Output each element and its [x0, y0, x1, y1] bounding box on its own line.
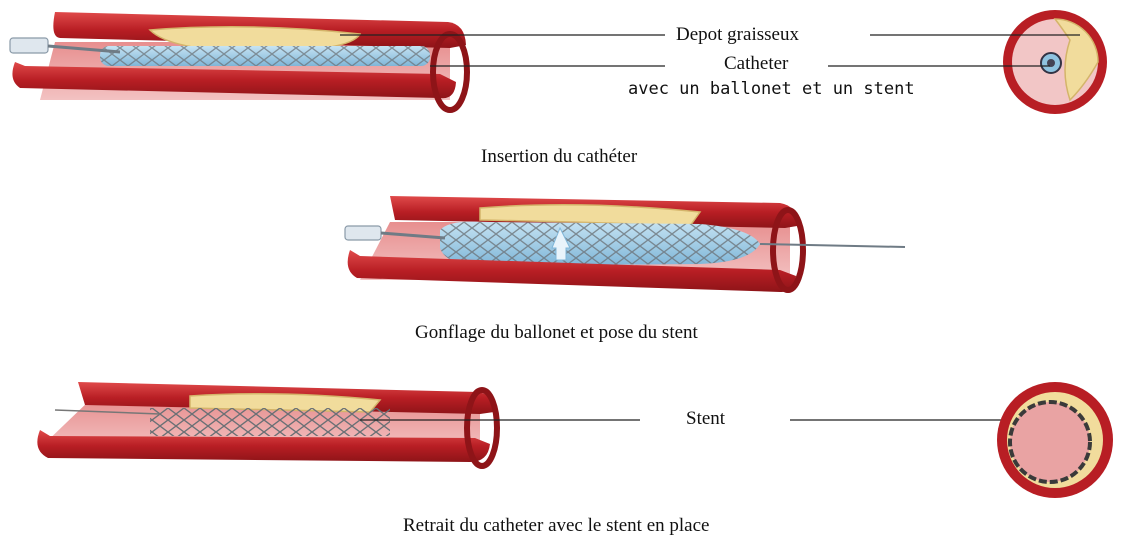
cross-section-step1 — [1003, 10, 1107, 114]
caption-step3: Retrait du catheter avec le stent en pla… — [403, 515, 709, 537]
stent-mesh-step3 — [150, 408, 390, 436]
deposit-label: Depot graisseux — [676, 24, 799, 46]
artery-step3 — [37, 382, 497, 466]
caption-step2: Gonflage du ballonet et pose du stent — [415, 322, 698, 344]
stent-label: Stent — [686, 408, 725, 430]
artery-step1 — [10, 12, 467, 110]
catheter-label-line2: avec un ballonet et un stent — [628, 78, 915, 100]
cross-section-step3 — [997, 382, 1113, 498]
caption-step1: Insertion du cathéter — [481, 146, 637, 168]
artery-step2 — [345, 196, 905, 292]
catheter-label-line1: Catheter — [724, 53, 788, 75]
